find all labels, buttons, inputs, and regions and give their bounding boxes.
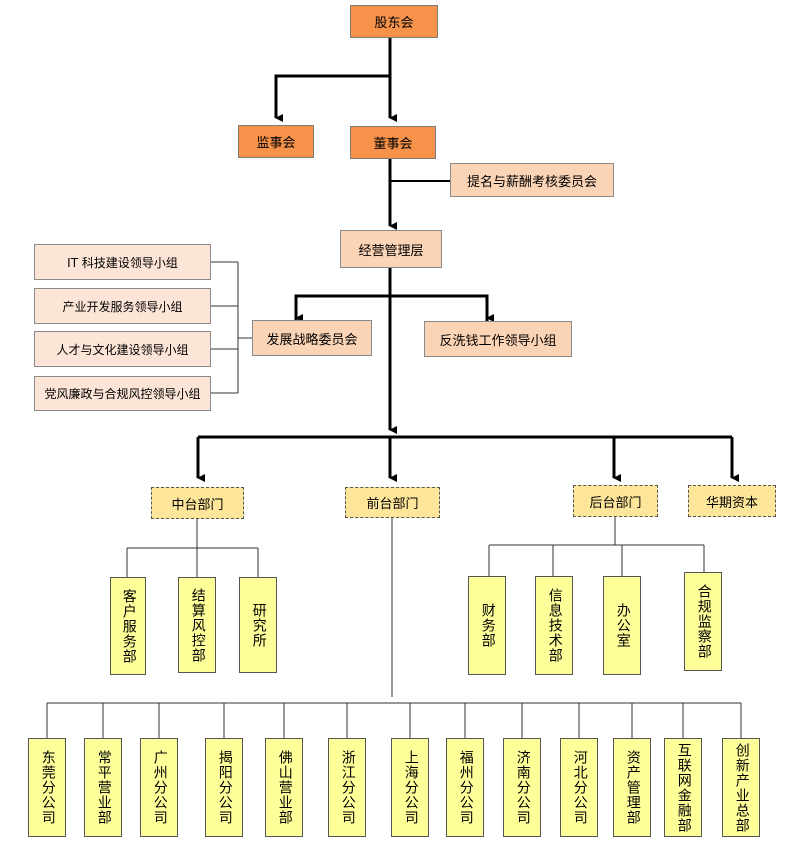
branch-label: 佛山营业部 — [276, 750, 293, 825]
research-label: 研究所 — [250, 602, 267, 648]
it-dept-node: 信息技术部 — [535, 576, 573, 675]
back-office-node: 后台部门 — [573, 485, 658, 517]
compliance-group-node: 党风廉政与合规风控领导小组 — [34, 376, 211, 411]
branch-label: 福州分公司 — [457, 750, 474, 825]
customer-service-node: 客户服务部 — [110, 577, 146, 675]
branch-label: 互联网金融部 — [675, 742, 692, 833]
branch-label: 上海分公司 — [402, 750, 419, 825]
branch-label: 资产管理部 — [624, 750, 641, 825]
finance-label: 财务部 — [479, 603, 496, 648]
branch-label: 揭阳分公司 — [216, 750, 233, 825]
nomination-committee-node: 提名与薪酬考核委员会 — [450, 163, 614, 197]
management-label: 经营管理层 — [358, 243, 424, 259]
capital-label: 华期资本 — [705, 495, 758, 511]
branch-label: 广州分公司 — [151, 750, 168, 825]
strategy-committee-label: 发展战略委员会 — [266, 332, 358, 348]
branch-shanghai: 上海分公司 — [391, 738, 429, 837]
shareholders-node: 股东会 — [350, 5, 438, 38]
branch-label: 浙江分公司 — [339, 750, 356, 825]
customer-service-label: 客户服务部 — [120, 588, 137, 664]
back-office-label: 后台部门 — [589, 495, 642, 511]
asset-management-node: 资产管理部 — [613, 738, 651, 837]
branch-guangzhou: 广州分公司 — [140, 738, 178, 837]
nomination-committee-label: 提名与薪酬考核委员会 — [466, 174, 597, 190]
branch-label: 济南分公司 — [514, 750, 531, 825]
office-node: 办公室 — [603, 576, 641, 675]
supervisors-node: 监事会 — [238, 125, 314, 158]
compliance-dept-label: 合规监察部 — [695, 584, 712, 659]
industry-group-node: 产业开发服务领导小组 — [34, 288, 211, 324]
management-node: 经营管理层 — [340, 230, 442, 268]
front-office-node: 前台部门 — [345, 487, 440, 518]
strategy-committee-node: 发展战略委员会 — [252, 320, 372, 356]
aml-group-label: 反洗钱工作领导小组 — [439, 333, 557, 349]
branch-changping: 常平营业部 — [84, 738, 122, 837]
branch-label: 常平营业部 — [95, 750, 112, 825]
research-node: 研究所 — [239, 577, 277, 673]
middle-office-label: 中台部门 — [171, 497, 224, 513]
it-group-label: IT 科技建设领导小组 — [67, 255, 178, 270]
finance-node: 财务部 — [468, 576, 506, 675]
branch-dongguan: 东莞分公司 — [28, 738, 66, 837]
branch-label: 河北分公司 — [571, 750, 588, 825]
branch-foshan: 佛山营业部 — [265, 738, 303, 837]
branch-fuzhou: 福州分公司 — [446, 738, 484, 837]
talent-group-node: 人才与文化建设领导小组 — [34, 331, 211, 367]
branch-zhejiang: 浙江分公司 — [328, 738, 366, 837]
board-label: 董事会 — [373, 137, 413, 152]
settlement-risk-label: 结算风控部 — [189, 587, 206, 663]
compliance-dept-node: 合规监察部 — [684, 572, 722, 671]
branch-label: 东莞分公司 — [39, 750, 56, 825]
middle-office-node: 中台部门 — [151, 487, 244, 519]
talent-group-label: 人才与文化建设领导小组 — [56, 342, 189, 357]
branch-label: 创新产业总部 — [733, 742, 750, 833]
branch-jieyang: 揭阳分公司 — [205, 738, 243, 837]
front-office-label: 前台部门 — [366, 497, 419, 512]
office-label: 办公室 — [614, 603, 631, 648]
aml-group-node: 反洗钱工作领导小组 — [424, 321, 572, 357]
branch-hebei: 河北分公司 — [560, 738, 598, 837]
supervisors-label: 监事会 — [256, 136, 296, 151]
internet-finance-node: 互联网金融部 — [664, 738, 702, 837]
compliance-group-label: 党风廉政与合规风控领导小组 — [44, 387, 201, 401]
capital-node: 华期资本 — [688, 485, 776, 517]
settlement-risk-node: 结算风控部 — [178, 577, 216, 673]
it-dept-label: 信息技术部 — [546, 588, 563, 663]
innovation-hq-node: 创新产业总部 — [722, 738, 760, 837]
industry-group-label: 产业开发服务领导小组 — [62, 299, 183, 314]
shareholders-label: 股东会 — [374, 16, 414, 31]
it-group-node: IT 科技建设领导小组 — [34, 244, 211, 280]
board-node: 董事会 — [350, 126, 436, 159]
branch-jinan: 济南分公司 — [503, 738, 541, 837]
